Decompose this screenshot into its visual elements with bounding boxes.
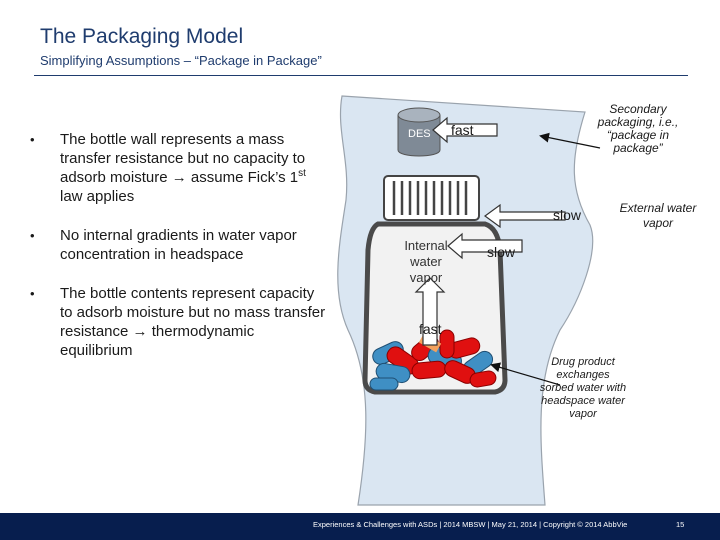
des-canister xyxy=(397,107,441,157)
footer-bar: Experiences & Challenges with ASDs | 201… xyxy=(0,513,720,540)
bullet-dot: • xyxy=(30,286,35,301)
external-vapor-label: External water vapor xyxy=(619,201,697,230)
title-rule xyxy=(34,75,688,76)
superscript: st xyxy=(298,168,306,179)
arrow-fast-top xyxy=(432,116,498,144)
bullet-text: thermodynamic equilibrium xyxy=(60,323,255,359)
bullet-text: The bottle wall represents a mass transf… xyxy=(60,131,306,186)
slow-right-label: slow xyxy=(553,207,582,223)
fast-top-label: fast xyxy=(451,122,474,138)
bottle-cap xyxy=(383,175,480,221)
drug-product-label: Drug product exchanges sorbed water with… xyxy=(539,356,627,420)
arrow-fast-inner xyxy=(414,277,446,346)
bullet-item: • The bottle wall represents a mass tran… xyxy=(30,130,330,206)
internal-vapor-label: Internal water vapor xyxy=(404,238,448,285)
slow-inner-label: slow xyxy=(487,244,516,260)
fast-inner-label: fast xyxy=(419,321,442,337)
arrow-glyph: → xyxy=(132,323,148,340)
arrow-slow-inner xyxy=(447,232,523,260)
bullet-dot: • xyxy=(30,132,35,147)
capsule-pile xyxy=(369,329,497,391)
arrow-glyph: → xyxy=(171,169,187,186)
page-title: The Packaging Model xyxy=(40,25,244,48)
bullet-text: No internal gradients in water vapor con… xyxy=(60,227,297,263)
arrow-slow-right xyxy=(483,203,566,229)
page-number: 15 xyxy=(676,520,685,529)
bullet-text: law applies xyxy=(60,188,135,205)
bullet-item: • No internal gradients in water vapor c… xyxy=(30,226,330,264)
callout-drug xyxy=(490,362,561,386)
bullet-list: • The bottle wall represents a mass tran… xyxy=(30,130,330,380)
bullet-dot: • xyxy=(30,228,35,243)
footer-text: Experiences & Challenges with ASDs | 201… xyxy=(313,520,628,529)
des-label: DES xyxy=(408,128,431,140)
callout-secondary xyxy=(539,132,601,149)
bullet-item: • The bottle contents represent capacity… xyxy=(30,284,330,360)
bullet-text: assume Fick’s 1 xyxy=(186,169,299,186)
page-subtitle: Simplifying Assumptions – “Package in Pa… xyxy=(40,53,322,68)
secondary-packaging-label: Secondary packaging, i.e., “package in p… xyxy=(597,102,679,155)
bullet-text: The bottle contents represent capacity t… xyxy=(60,285,326,340)
